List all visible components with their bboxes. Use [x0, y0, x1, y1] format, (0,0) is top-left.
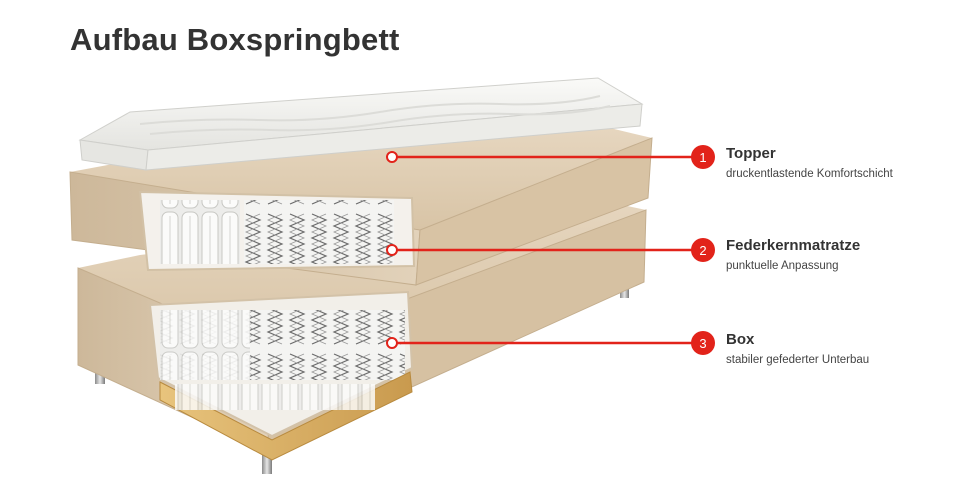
topper-layer [78, 77, 644, 171]
callout-pointer-3: 3 [386, 331, 715, 355]
callout-badge-3 [691, 331, 715, 355]
callout-title: Topper [726, 145, 776, 162]
callout-badge-2 [691, 238, 715, 262]
page-title: Aufbau Boxspringbett [70, 22, 400, 57]
pocket-spring-mattress [69, 128, 653, 286]
callout-pointer-1: 1 [386, 145, 715, 169]
callout-description: druckentlastende Komfortschicht [726, 168, 893, 180]
leg-front-right [262, 448, 272, 474]
callout-number-2: 2 [699, 243, 706, 258]
callout-title: Federkernmatratze [726, 237, 861, 254]
callout-number-3: 3 [699, 336, 706, 351]
callout-pointer-2: 2 [386, 238, 715, 262]
callout-description: punktuelle Anpassung [726, 260, 839, 272]
callout-mattress: Federkernmatratze punktuelle Anpassung [726, 237, 860, 274]
callout-badge-1 [691, 145, 715, 169]
callout-number-1: 1 [699, 150, 706, 165]
callout-title: Box [726, 331, 755, 348]
callout-topper: Topper druckentlastende Komfortschicht [726, 145, 893, 182]
callout-description: stabiler gefederter Unterbau [726, 354, 870, 366]
callout-box: Box stabiler gefederter Unterbau [726, 331, 869, 368]
